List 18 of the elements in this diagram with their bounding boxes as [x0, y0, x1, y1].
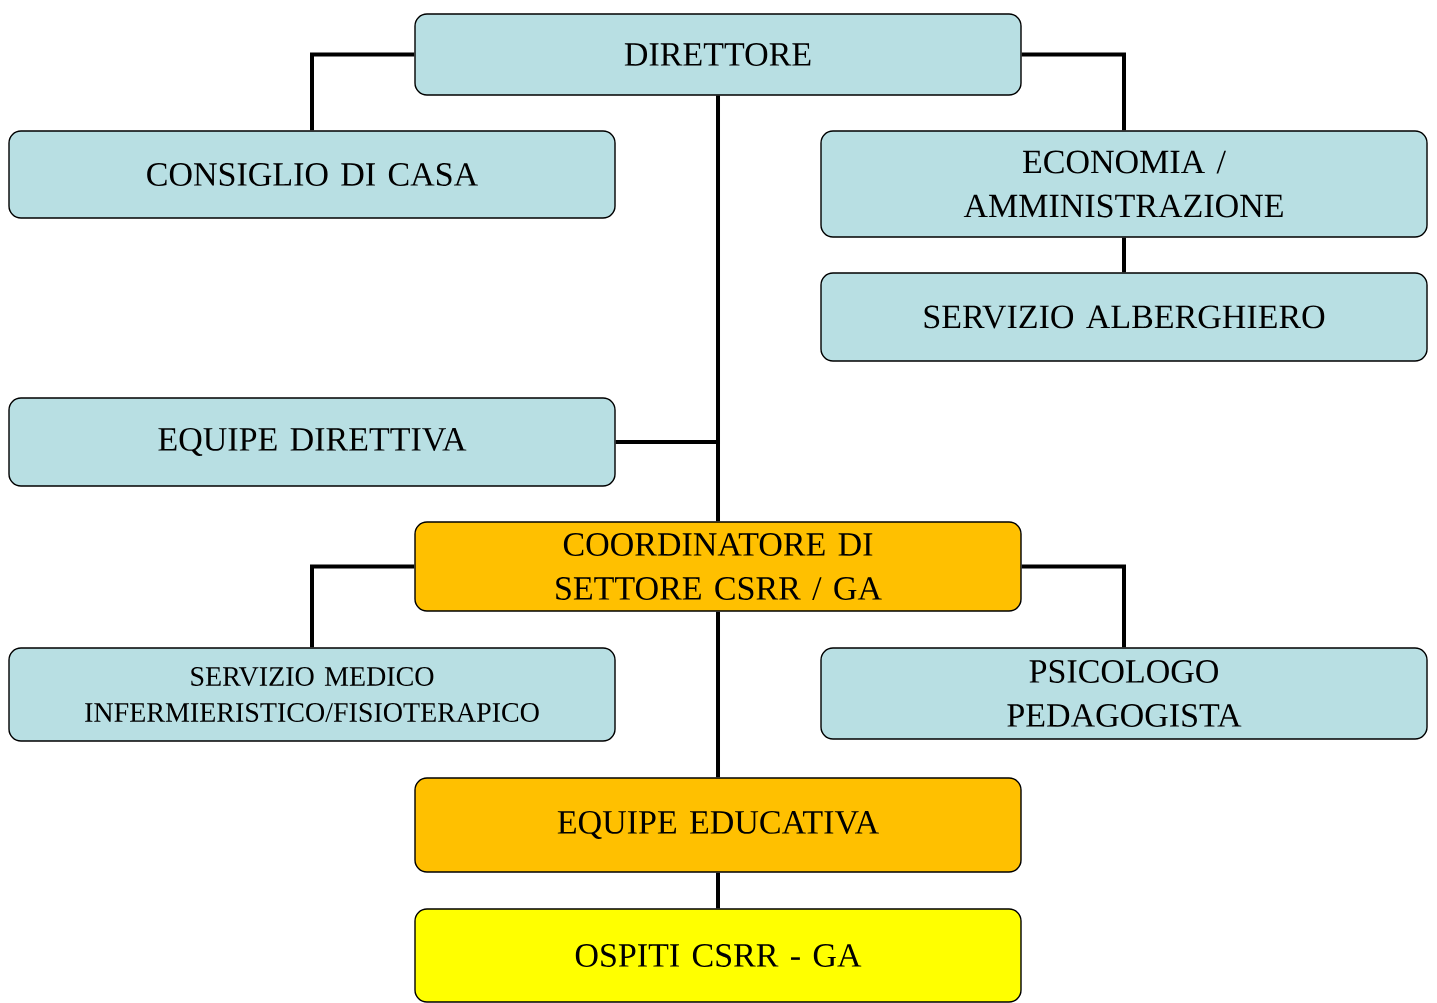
- connector-line: [1122, 237, 1126, 273]
- org-box: SERVIZIO MEDICO INFERMIERISTICO/FISIOTERAPICO: [8, 647, 616, 742]
- org-box: CONSIGLIO DI CASA: [8, 130, 616, 219]
- connector-line: [716, 611, 720, 778]
- org-box: EQUIPE DIRETTIVA: [8, 397, 616, 487]
- connector-line: [1021, 564, 1126, 648]
- connector-line: [1021, 52, 1126, 131]
- org-box: PSICOLOGO PEDAGOGISTA: [820, 647, 1428, 740]
- connector-line: [310, 52, 415, 131]
- org-box: OSPITI CSRR - GA: [414, 908, 1022, 1003]
- org-box: EQUIPE EDUCATIVA: [414, 777, 1022, 873]
- connector-line: [716, 95, 720, 522]
- org-box: SERVIZIO ALBERGHIERO: [820, 272, 1428, 362]
- connector-line: [310, 564, 415, 648]
- org-box: ECONOMIA / AMMINISTRAZIONE: [820, 130, 1428, 238]
- connector-line: [716, 872, 720, 909]
- org-box: DIRETTORE: [414, 13, 1022, 96]
- org-box: COORDINATORE DI SETTORE CSRR / GA: [414, 521, 1022, 612]
